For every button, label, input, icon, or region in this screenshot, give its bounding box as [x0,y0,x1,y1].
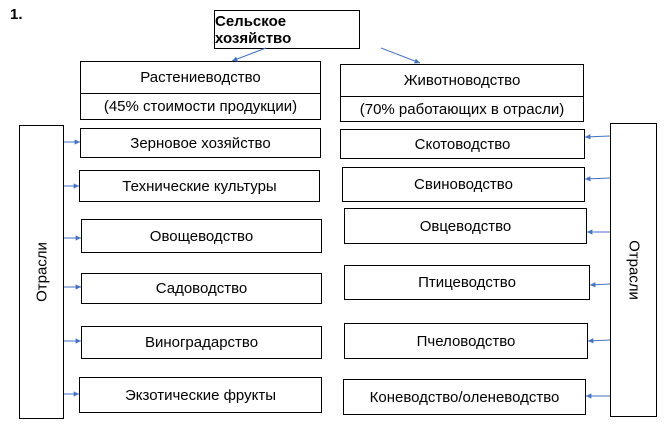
branch-label: Пчеловодство [416,332,516,350]
plant-note: (45% стоимости продукции) [103,98,298,115]
arrowhead-icon [414,58,420,64]
plant-branch: Экзотические фрукты [79,377,322,413]
animal-branch: Скотоводство [340,129,585,159]
right-branches-box: Отрасли [610,123,657,417]
branch-label: Зерновое хозяйство [130,134,271,152]
plant-box: Растениеводство (45% стоимости продукции… [80,61,321,120]
arrowhead-icon [75,338,81,344]
arrowhead-icon [585,134,591,140]
plant-label: Растениеводство [81,62,320,94]
arrowhead-icon [74,139,80,145]
animal-branch: Птицеводство [344,265,590,300]
arrow [231,47,267,62]
branch-label: Скотоводство [414,135,511,153]
arrowhead-icon [73,183,79,189]
plant-branch: Овощеводство [81,219,322,253]
arrowhead-icon [75,235,81,241]
animal-branch: Овцеводство [344,208,587,244]
branch-label: Свиноводство [414,176,513,193]
branch-label: Садоводство [155,280,248,297]
plant-branch: Зерновое хозяйство [80,128,321,158]
animal-note: (70% работающих в отрасли) [359,100,565,118]
arrow [380,47,421,64]
branch-label: Виноградарство [144,334,259,351]
left-branches-box: Отрасли [19,125,64,419]
plant-branch: Виноградарство [81,326,322,359]
arrowhead-icon [588,338,594,344]
arrowhead-icon [75,284,81,290]
arrowhead-icon [232,56,238,62]
branch-label: Овцеводство [419,217,512,235]
plant-branch: Технические культуры [79,170,320,202]
animal-branch: Свиноводство [342,167,585,202]
animal-box: Животноводство (70% работающих в отрасли… [340,64,584,122]
branch-label: Коневодство/оленеводство [369,388,560,406]
arrowhead-icon [587,229,593,235]
title: Сельское хозяйство [215,12,292,47]
animal-branch: Коневодство/оленеводство [343,379,586,415]
branch-label: Птицеводство [418,274,516,291]
animal-branch: Пчеловодство [344,323,588,359]
arrowhead-icon [585,176,591,182]
arrowhead-icon [590,282,596,288]
title-box: Сельское хозяйство [214,10,360,49]
branch-label: Овощеводство [149,227,254,245]
animal-label: Животноводство [341,65,583,97]
task-number: 1. [10,6,23,23]
arrowhead-icon [73,391,79,397]
branch-label: Технические культуры [122,177,277,195]
arrowhead-icon [586,393,592,399]
branch-label: Экзотические фрукты [125,386,276,404]
plant-branch: Садоводство [81,273,322,304]
